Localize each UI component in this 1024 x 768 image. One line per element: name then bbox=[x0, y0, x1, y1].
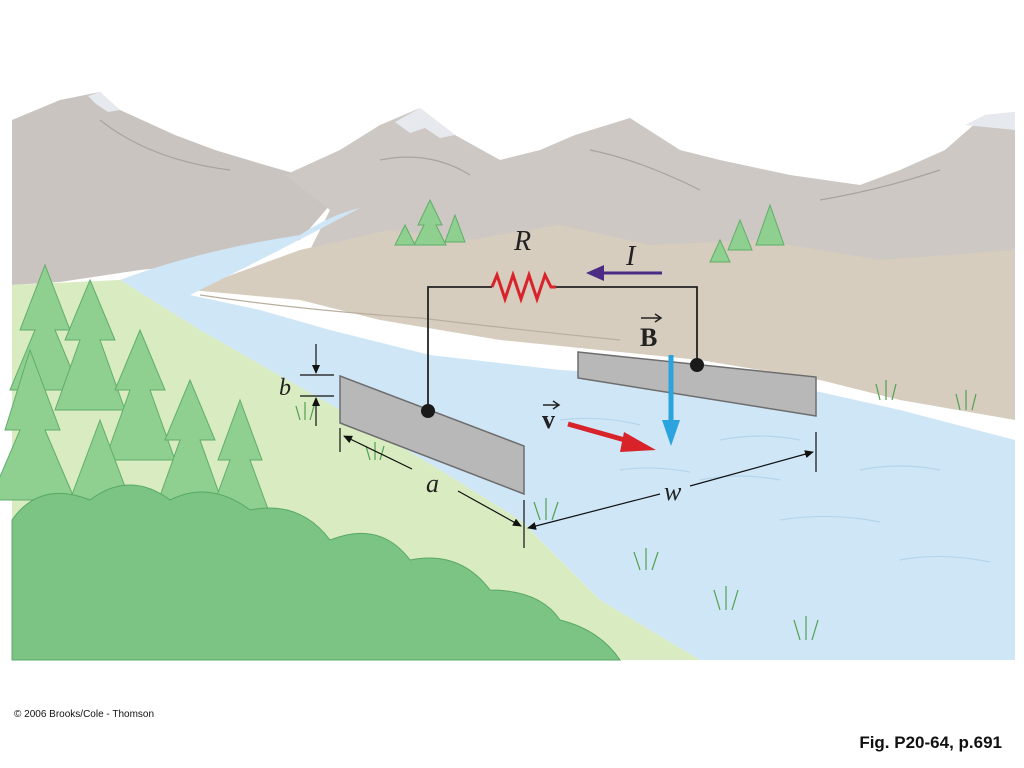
separation-label: w bbox=[664, 477, 682, 506]
plate-height-label: b bbox=[279, 375, 291, 401]
velocity-vector-mark bbox=[543, 400, 561, 410]
contact-near bbox=[421, 404, 435, 418]
dimension-w bbox=[527, 432, 817, 530]
dimension-b bbox=[300, 344, 334, 426]
field-label: B bbox=[640, 323, 657, 352]
plate-far bbox=[577, 351, 817, 417]
mountain-center-snow bbox=[395, 108, 455, 138]
field-arrow bbox=[662, 355, 680, 446]
resistor-label: R bbox=[513, 226, 531, 257]
copyright-notice: © 2006 Brooks/Cole - Thomson bbox=[14, 709, 155, 720]
far-trees bbox=[394, 198, 785, 263]
resistor bbox=[490, 270, 556, 304]
dimension-a bbox=[339, 428, 525, 548]
circuit-wire-right bbox=[556, 286, 698, 365]
current-label: I bbox=[625, 241, 637, 272]
river bbox=[120, 208, 1015, 660]
field-vector-mark bbox=[641, 313, 663, 323]
mountain-left-snow bbox=[88, 92, 120, 112]
grass-tufts bbox=[295, 380, 977, 641]
figure-caption: Fig. P20-64, p.691 bbox=[859, 733, 1002, 752]
mountain-ridge-lines bbox=[99, 119, 941, 201]
mountain-far-snow bbox=[965, 112, 1015, 130]
contact-far bbox=[690, 358, 704, 372]
plate-length-label: a bbox=[426, 469, 439, 498]
bushes bbox=[11, 484, 621, 661]
plate-near bbox=[339, 374, 525, 496]
velocity-arrow bbox=[567, 421, 656, 452]
river-ripples bbox=[559, 417, 991, 563]
velocity-label: v bbox=[542, 405, 555, 434]
far-bank-shading bbox=[199, 294, 621, 341]
mountain-left bbox=[12, 92, 330, 285]
current-arrow bbox=[586, 265, 662, 281]
far-bank bbox=[190, 225, 1015, 420]
circuit-wire bbox=[427, 286, 492, 410]
